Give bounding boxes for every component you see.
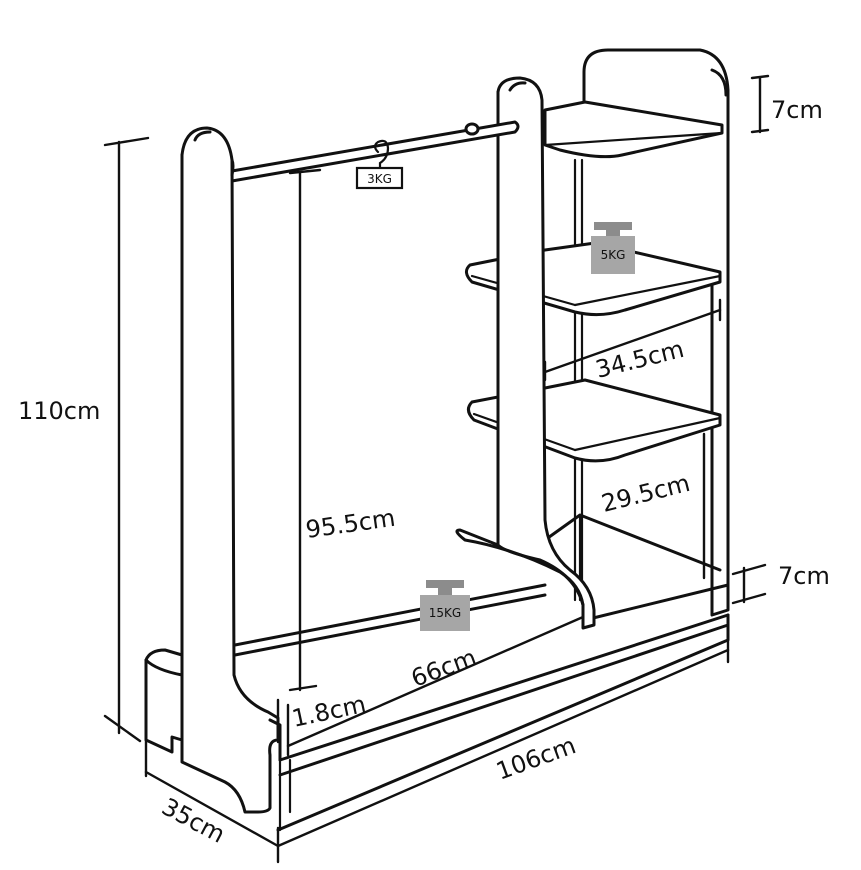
dim-label-shelf-width: 34.5cm xyxy=(593,335,687,384)
dim-label-panel-thickness: 1.8cm xyxy=(289,690,368,733)
weight-label-shelf: 5KG xyxy=(601,248,626,262)
right-end-panel xyxy=(582,48,730,617)
dim-label-shelf-spacing: 29.5cm xyxy=(599,469,693,518)
weight-label-rail: 3KG xyxy=(367,172,392,186)
weight-5kg: 5KG xyxy=(591,222,635,274)
hanging-rail xyxy=(230,120,520,183)
dim-label-height-total: 110cm xyxy=(18,397,100,425)
weight-15kg: 15KG xyxy=(420,580,470,631)
dim-label-hanging-height: 95.5cm xyxy=(304,504,397,544)
weight-label-base: 15KG xyxy=(429,606,461,620)
middle-divider-panel xyxy=(455,76,596,630)
dim-label-top-gap: 7cm xyxy=(771,96,823,124)
weight-3kg: 3KG xyxy=(355,139,404,190)
left-end-panel xyxy=(144,126,280,814)
dim-label-total-width: 106cm xyxy=(492,731,579,785)
dim-label-hanging-width: 66cm xyxy=(407,643,480,692)
dim-label-depth: 35cm xyxy=(157,793,229,849)
dimension-lines xyxy=(103,74,770,864)
dim-label-bottom-gap: 7cm xyxy=(778,562,830,590)
